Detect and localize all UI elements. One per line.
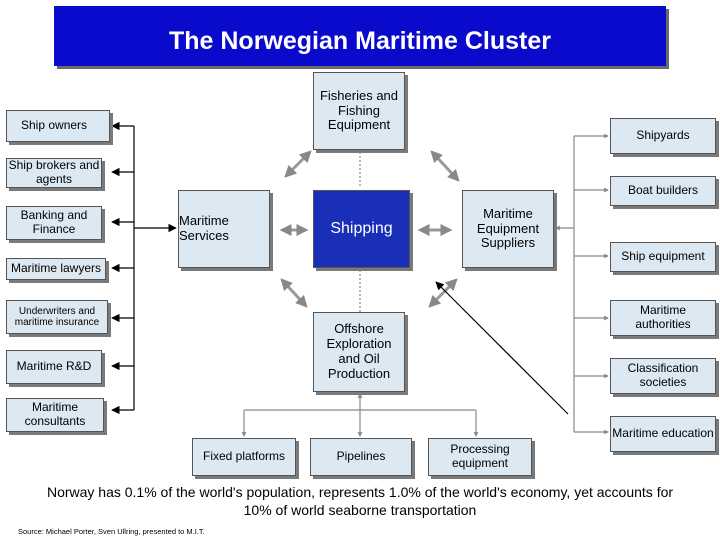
left-bracket <box>111 121 177 415</box>
box-shipyards: Shipyards <box>610 118 716 154</box>
box-equipment-suppliers: Maritime Equipment Suppliers <box>462 190 554 268</box>
box-maritime-services: Maritime Services <box>178 190 270 268</box>
footnote: Norway has 0.1% of the world's populatio… <box>46 484 674 519</box>
box-maritime-lawyers: Maritime lawyers <box>6 258 106 280</box>
box-boat-builders: Boat builders <box>610 176 716 206</box>
right-bracket <box>555 133 609 435</box>
page-title: The Norwegian Maritime Cluster <box>168 26 552 55</box>
box-ship-owners: Ship owners <box>6 110 110 142</box>
box-ship-equipment: Ship equipment <box>610 242 716 272</box>
box-maritime-consultants: Maritime consultants <box>6 398 104 432</box>
gray-double-arrows <box>279 150 460 308</box>
box-ship-brokers: Ship brokers and agents <box>6 158 102 188</box>
title-banner: The Norwegian Maritime Cluster <box>54 6 666 66</box>
box-maritime-rnd: Maritime R&D <box>6 350 102 384</box>
box-maritime-education: Maritime education <box>610 416 716 452</box>
diagonal-arrow <box>435 281 569 415</box>
box-maritime-authorities: Maritime authorities <box>610 300 716 336</box>
box-fixed-platforms: Fixed platforms <box>192 438 296 476</box>
box-offshore: Offshore Exploration and Oil Production <box>313 312 405 392</box>
box-underwriters: Underwriters and maritime insurance <box>6 300 108 334</box>
source-note: Source: Michael Porter, Sven Ullring, pr… <box>18 527 205 536</box>
box-fisheries: Fisheries and Fishing Equipment <box>313 72 405 150</box>
box-processing-equipment: Processing equipment <box>428 438 532 476</box>
box-pipelines: Pipelines <box>310 438 412 476</box>
box-classification-societies: Classification societies <box>610 358 716 394</box>
box-shipping: Shipping <box>313 190 410 268</box>
box-banking-finance: Banking and Finance <box>6 206 102 240</box>
bottom-bracket <box>241 393 479 437</box>
